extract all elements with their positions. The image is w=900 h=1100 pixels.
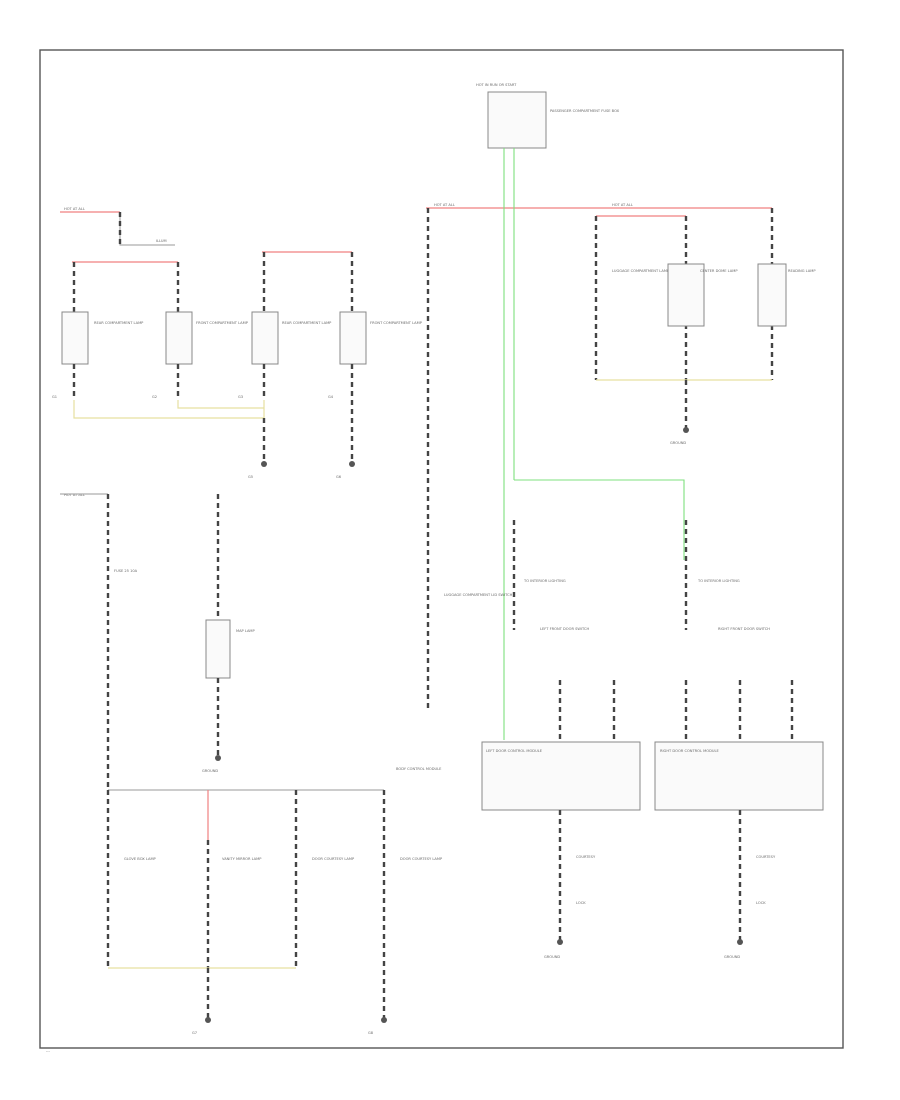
ground-ref-label: G2: [152, 395, 157, 399]
fuse-box: [487, 91, 547, 149]
fuse-label: FUSE 25 10A: [114, 569, 138, 573]
ground-symbol: [349, 461, 355, 467]
lamp-label: REAR COMPARTMENT LAMP: [282, 321, 332, 325]
ground-label: GROUND: [724, 955, 740, 959]
lamp-label: VANITY MIRROR LAMP: [222, 857, 262, 861]
ground-symbol: [683, 427, 689, 433]
wire: [119, 212, 175, 246]
lamp-vanity-mirror: VANITY MIRROR LAMP: [206, 840, 262, 968]
lamp-label: CENTER DOME LAMP: [700, 269, 738, 273]
junction-label: ILLUM: [156, 239, 167, 243]
ground-symbol: [205, 1017, 211, 1023]
ground-ref-label: G3: [238, 395, 243, 399]
lamp-center-dome: CENTER DOME LAMP: [667, 216, 738, 380]
ground-label: G5: [248, 475, 253, 479]
door-switch-right: RIGHT FRONT DOOR SWITCH: [718, 627, 770, 631]
hot-source-label-3: HOT AT ALL: [434, 203, 455, 207]
lamp-label: READING LAMP: [788, 269, 816, 273]
lock-label-right: LOCK: [756, 901, 766, 905]
fuse-box-label: PASSENGER COMPARTMENT FUSE BOX: [550, 109, 620, 113]
lamp-label: FRONT COMPARTMENT LAMP: [196, 321, 249, 325]
body-module-label: BODY CONTROL MODULE: [396, 767, 442, 771]
lamp-map: MAP LAMP: [205, 619, 256, 679]
signal-wire: [514, 479, 685, 560]
ground-wire: [177, 400, 264, 409]
ground-label: G8: [368, 1031, 374, 1035]
page-mark: ---: [46, 1049, 51, 1053]
signal-label-right: TO INTERIOR LIGHTING: [697, 579, 740, 583]
ground-label: GROUND: [670, 441, 686, 445]
power-distribution-label: HOT IN RUN OR START: [476, 83, 517, 87]
lamp-label: GLOVE BOX LAMP: [124, 857, 157, 861]
luggage-switch-label: LUGGAGE COMPARTMENT LID SWITCH: [444, 593, 513, 597]
door-switch-left: LEFT FRONT DOOR SWITCH: [540, 627, 589, 631]
lamp-reading: READING LAMP: [757, 208, 816, 380]
ground-ref-label: G1: [52, 395, 57, 399]
hot-source-label-4: HOT AT ALL: [612, 203, 633, 207]
ground-symbol: [381, 1017, 387, 1023]
hot-source-label-2: HOT AT ALL: [64, 493, 85, 497]
lamp-rear-compartment: REAR COMPARTMENT LAMP: [61, 262, 144, 400]
diagram-frame: [39, 49, 844, 1049]
ground-symbol: [261, 461, 267, 467]
signal-label-left: TO INTERIOR LIGHTING: [523, 579, 566, 583]
ground-label: GROUND: [544, 955, 560, 959]
lamp-label: MAP LAMP: [236, 629, 256, 633]
lock-label-left: LOCK: [576, 901, 586, 905]
module-label-right: RIGHT DOOR CONTROL MODULE: [660, 749, 719, 753]
lamp-front-compartment: FRONT COMPARTMENT LAMP: [165, 262, 249, 400]
right-door-control-module: [654, 741, 824, 811]
hot-source-label-1: HOT AT ALL: [64, 207, 85, 211]
ground-label: G7: [192, 1031, 197, 1035]
courtesy-label-right: COURTESY: [756, 855, 776, 859]
lamp-door-courtesy-2: DOOR COURTESY LAMP: [382, 790, 443, 1018]
lamp-glove-box: GLOVE BOX LAMP: [106, 790, 157, 968]
lamp-luggage-compartment: LUGGAGE COMPARTMENT LAMP: [594, 216, 670, 380]
ground-symbol: [557, 939, 563, 945]
ground-ref-label: G4: [328, 395, 334, 399]
ground-symbol: [215, 755, 221, 761]
lamp-front-compartment-2: FRONT COMPARTMENT LAMP: [339, 252, 423, 400]
lamp-rear-compartment-2: REAR COMPARTMENT LAMP: [251, 252, 332, 400]
ground-symbol: [737, 939, 743, 945]
lamp-door-courtesy: DOOR COURTESY LAMP: [294, 790, 355, 968]
lamp-label: REAR COMPARTMENT LAMP: [94, 321, 144, 325]
courtesy-label-left: COURTESY: [576, 855, 596, 859]
lamp-label: FRONT COMPARTMENT LAMP: [370, 321, 423, 325]
lamp-label: DOOR COURTESY LAMP: [312, 857, 355, 861]
ground-wire: [73, 400, 265, 419]
ground-label: G6: [336, 475, 342, 479]
lamp-label: DOOR COURTESY LAMP: [400, 857, 443, 861]
module-label-left: LEFT DOOR CONTROL MODULE: [486, 749, 543, 753]
lamp-label: LUGGAGE COMPARTMENT LAMP: [612, 269, 670, 273]
ground-label: GROUND: [202, 769, 218, 773]
